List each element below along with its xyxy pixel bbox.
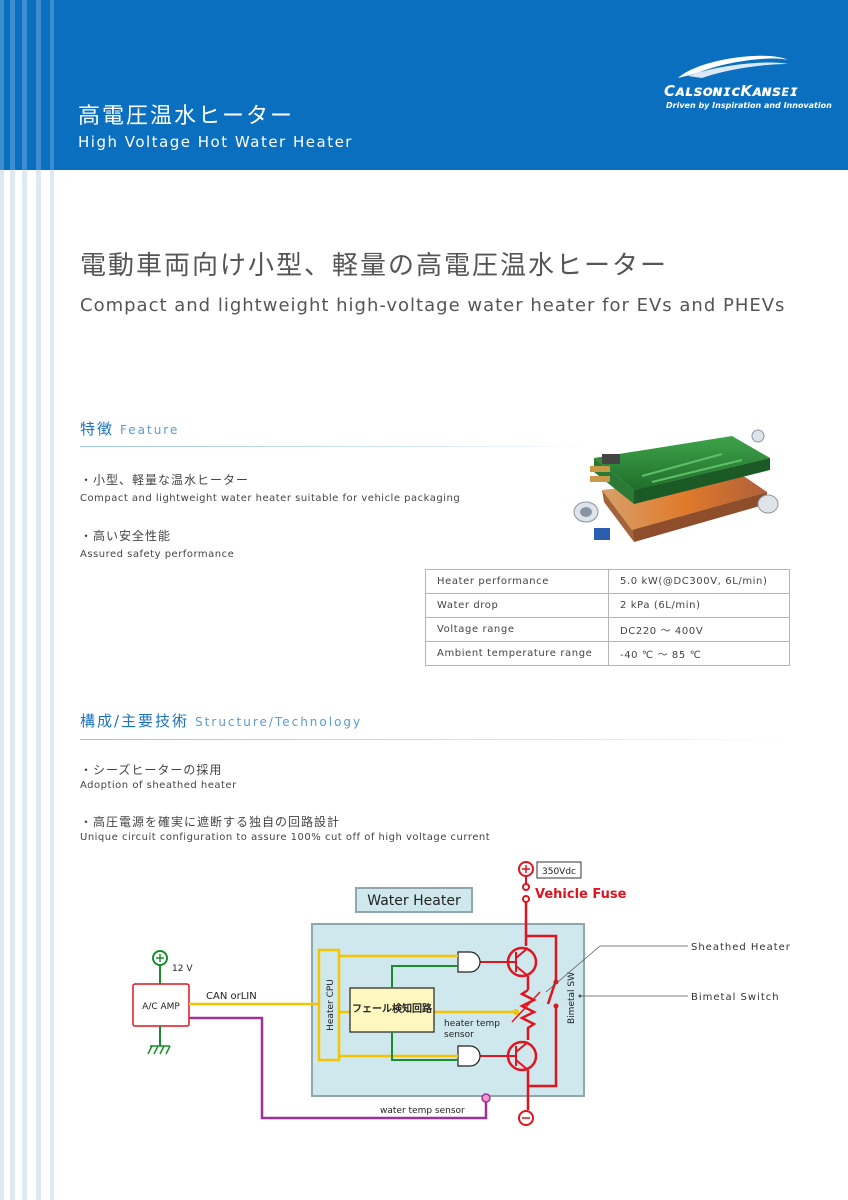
- and-gate-bottom-icon: [457, 1045, 481, 1067]
- water-temp-sensor-icon: [481, 1093, 491, 1103]
- spec-label: Water drop: [425, 593, 609, 618]
- feature-divider: [80, 446, 590, 447]
- heater-temp-label-1: heater temp: [444, 1019, 500, 1029]
- bimetal-switch-callout: Bimetal Switch: [691, 992, 780, 1003]
- structure-item-2-ja: ・高圧電源を確実に遮断する独自の回路設計: [80, 815, 341, 829]
- spec-value: 5.0 kW(@DC300V, 6L/min): [608, 569, 790, 594]
- ground-icon: [147, 1045, 171, 1055]
- feature-item-1-en: Compact and lightweight water heater sui…: [80, 493, 461, 504]
- brand-tagline: Driven by Inspiration and Innovation: [666, 101, 832, 110]
- minus-terminal-icon: [518, 1110, 534, 1126]
- spec-label: Heater performance: [425, 569, 609, 594]
- brand-swoosh-logo: [678, 55, 788, 78]
- feature-item-2-en: Assured safety performance: [80, 549, 235, 560]
- voltage-label: 350Vdc: [542, 867, 576, 877]
- structure-item-1-en: Adoption of sheathed heater: [80, 780, 237, 791]
- structure-heading-ja: 構成/主要技術: [80, 712, 190, 730]
- water-temp-sensor-label: water temp sensor: [380, 1106, 465, 1116]
- table-row: Heater performance 5.0 kW(@DC300V, 6L/mi…: [425, 569, 790, 594]
- hero-title-en: Compact and lightweight high-voltage wat…: [80, 295, 786, 316]
- table-row: Voltage range DC220 ～ 400V: [425, 617, 790, 642]
- 12v-label: 12 V: [172, 964, 193, 974]
- water-heater-title: Water Heater: [367, 893, 461, 909]
- voltage-box: [536, 861, 582, 879]
- and-gate-top-icon: [457, 951, 481, 973]
- spec-label: Ambient temperature range: [425, 641, 609, 666]
- sheathed-heater-resistor-icon: [519, 988, 537, 1040]
- feature-item-2-ja: ・高い安全性能: [80, 529, 172, 543]
- spec-table: Heater performance 5.0 kW(@DC300V, 6L/mi…: [425, 569, 790, 666]
- structure-heading-en: Structure/Technology: [195, 715, 363, 729]
- sheathed-heater-callout: Sheathed Heater: [691, 942, 791, 953]
- table-row: Water drop 2 kPa (6L/min): [425, 593, 790, 618]
- bimetal-sw-label: Bimetal SW: [567, 972, 577, 1024]
- ac-amp-label: A/C AMP: [142, 1002, 180, 1012]
- spec-value: -40 ℃ ～ 85 ℃: [608, 641, 790, 666]
- hero-title-ja: 電動車両向け小型、軽量の高電圧温水ヒーター: [80, 251, 669, 281]
- circuit-diagram: Water Heater 350Vdc Vehicle Fuse Bimetal…: [132, 861, 791, 1126]
- feature-item-1-ja: ・小型、軽量な温水ヒーター: [80, 473, 250, 487]
- header-title-ja: 高電圧温水ヒーター: [78, 104, 295, 129]
- spec-value: 2 kPa (6L/min): [608, 593, 790, 618]
- header-title-en: High Voltage Hot Water Heater: [78, 133, 353, 151]
- heater-cpu-label: Heater CPU: [326, 979, 336, 1031]
- feature-heading-en: Feature: [120, 423, 180, 437]
- fail-detect-box: [349, 987, 435, 1033]
- spec-label: Voltage range: [425, 617, 609, 642]
- fuse-icon: [522, 883, 530, 891]
- can-lin-label: CAN orLIN: [206, 991, 257, 1002]
- table-row: Ambient temperature range -40 ℃ ～ 85 ℃: [425, 641, 790, 666]
- spec-value: DC220 ～ 400V: [608, 617, 790, 642]
- feature-heading-ja: 特徴: [80, 420, 115, 438]
- heater-temp-label-2: sensor: [444, 1030, 474, 1040]
- structure-heading: 構成/主要技術 Structure/Technology: [80, 710, 362, 731]
- header-banner: 高電圧温水ヒーター High Voltage Hot Water Heater …: [0, 0, 848, 170]
- feature-heading: 特徴 Feature: [80, 418, 179, 439]
- heater-product-image: [573, 429, 779, 542]
- structure-item-1-ja: ・シーズヒーターの採用: [80, 763, 223, 777]
- header-stripes: [0, 0, 54, 170]
- structure-item-2-en: Unique circuit configuration to assure 1…: [80, 832, 491, 843]
- fail-detect-label: フェール検知回路: [352, 1002, 433, 1015]
- resistor-arrow-icon: [511, 991, 541, 1023]
- vehicle-fuse-label: Vehicle Fuse: [535, 887, 627, 902]
- water-heater-title-box: [355, 887, 473, 913]
- structure-divider: [80, 739, 790, 740]
- side-stripes: [0, 170, 54, 1200]
- brand-name: CᴀʟsᴏɴɪᴄKᴀɴsᴇɪ: [664, 82, 799, 100]
